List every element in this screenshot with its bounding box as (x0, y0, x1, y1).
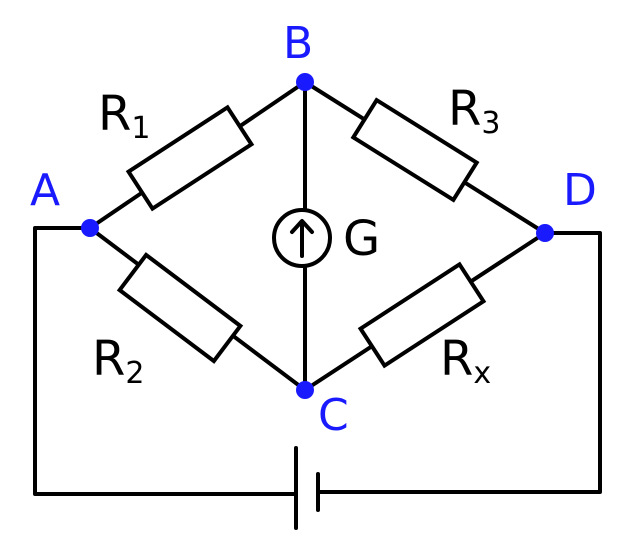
resistor-r1 (125, 104, 255, 212)
label-rx: Rx (440, 331, 491, 391)
battery (294, 446, 320, 530)
label-r2: R2 (92, 331, 144, 391)
node-label-c: C (318, 390, 349, 441)
wire-a-battery (33, 226, 296, 496)
galvanometer-arrow-head (290, 219, 314, 234)
label-r3: R3 (448, 81, 500, 141)
node-c-dot (296, 381, 314, 399)
wire-d-battery (318, 231, 602, 494)
resistor-r3 (350, 97, 480, 203)
node-label-a: A (30, 165, 60, 216)
resistor-r2 (116, 252, 244, 364)
label-galvanometer: G (343, 211, 380, 267)
node-b-dot (296, 73, 314, 91)
node-label-b: B (283, 18, 313, 69)
node-d-dot (536, 224, 554, 242)
galvanometer (272, 208, 332, 268)
node-label-d: D (563, 165, 597, 216)
resistor-rx (357, 261, 487, 369)
label-r1: R1 (98, 86, 150, 146)
node-a-dot (81, 219, 99, 237)
nodes (81, 73, 554, 399)
